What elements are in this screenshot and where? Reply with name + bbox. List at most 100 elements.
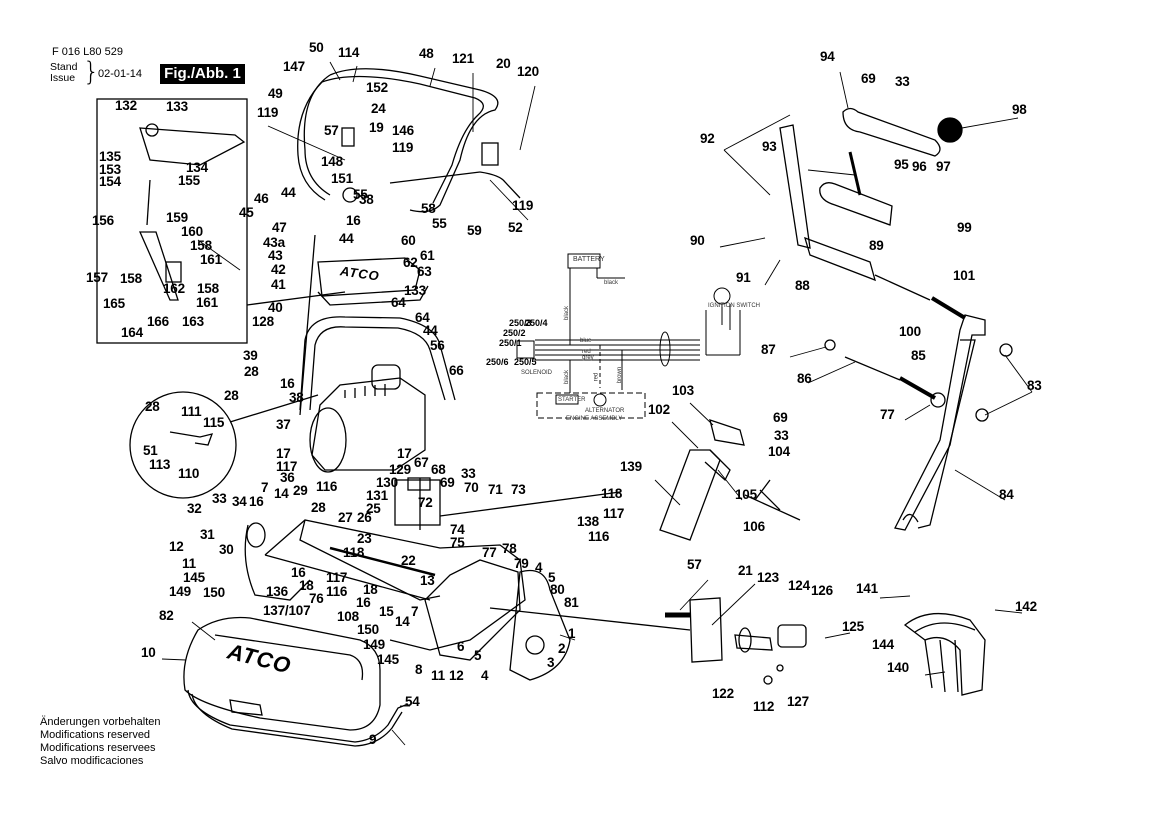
part-callout: 158 [190,238,212,253]
part-callout: 86 [797,371,812,386]
part-callout: 135 [99,149,121,164]
part-callout: 102 [648,402,670,417]
part-callout: 121 [452,51,474,66]
part-callout: 22 [401,553,416,568]
part-callout: 39 [243,348,258,363]
part-callout: 138 [577,514,599,529]
part-callout: 61 [420,248,435,263]
wiring-black-vertical-2: black [564,369,571,385]
notice-line-de: Änderungen vorbehalten [40,716,161,728]
switch-20 [481,142,499,166]
part-callout: 16 [249,494,264,509]
stand-issue-label: Stand Issue [50,62,77,84]
part-callout: 139 [620,459,642,474]
part-callout: 119 [512,198,534,213]
part-callout: 137/107 [263,603,311,618]
part-callout: 14 [274,486,289,501]
part-callout: 76 [309,591,324,606]
part-callout: 142 [1015,599,1037,614]
part-callout: 158 [197,281,219,296]
part-callout: 99 [957,220,972,235]
part-callout: 41 [271,277,286,292]
part-callout: 23 [357,531,372,546]
part-callout: 117 [326,570,348,585]
chassis-frame [264,519,526,651]
part-callout: 12 [169,539,184,554]
solenoid-terminal: 250/1 [499,338,522,348]
part-callout: 33 [461,466,476,481]
part-callout: 2 [558,641,566,656]
part-callout: 96 [912,159,927,174]
part-callout: 73 [511,482,526,497]
part-callout: 95 [894,157,909,172]
part-callout: 81 [564,595,579,610]
part-callout: 18 [299,578,314,593]
part-callout: 146 [392,123,414,138]
part-callout: 29 [293,483,308,498]
plate-133 [139,127,246,166]
part-callout: 156 [92,213,114,228]
part-callout: 38 [359,192,374,207]
inset-box [96,98,248,344]
part-callout: 52 [508,220,523,235]
part-callout: 101 [953,268,975,283]
part-callout: 104 [768,444,790,459]
part-callout: 28 [224,388,239,403]
part-callout: 82 [159,608,174,623]
part-callout: 74 [450,522,465,537]
part-callout: 123 [757,570,779,585]
solenoid-terminal: 250/3 [509,318,532,328]
part-callout: 75 [450,535,465,550]
issue-label: Issue [50,72,76,84]
part-callout: 90 [690,233,705,248]
part-callout: 77 [880,407,895,422]
rail-9 [187,689,409,743]
part-callout: 57 [324,123,339,138]
part-callout: 127 [787,694,809,709]
bracket-72 [394,479,441,526]
wiring-solenoid-label: SOLENOID [521,370,553,376]
arm-94 [842,107,941,157]
part-callout: 149 [169,584,191,599]
bracket-21 [689,597,723,663]
part-callout: 54 [405,694,420,709]
part-callout: 129 [389,462,411,477]
part-callout: 7 [411,604,419,619]
part-callout: 141 [856,581,878,596]
part-callout: 12 [449,668,464,683]
part-callout: 108 [337,609,359,624]
part-callout: 44 [423,323,438,338]
detail-circle [129,391,237,499]
solenoid-terminal: 250/6 [486,357,509,367]
part-callout: 15 [379,604,394,619]
part-callout: 89 [869,238,884,253]
switch-19 [341,127,355,147]
part-callout: 94 [820,49,835,64]
wiring-red-label: red [582,349,591,355]
lever-156 [139,231,179,301]
part-callout: 69 [773,410,788,425]
part-callout: 9 [369,732,377,747]
part-callout: 116 [326,584,348,599]
part-callout: 28 [244,364,259,379]
part-callout: 133 [404,283,426,298]
figure-badge: Fig./Abb. 1 [160,64,245,84]
stand-label: Stand [50,61,78,73]
engine-cover-42 [317,257,421,297]
wiring-black-vertical-1: black [564,305,571,321]
part-callout: 47 [272,220,287,235]
wiring-grey-label: grey [582,355,594,361]
part-callout: 118 [601,486,623,501]
part-callout: 113 [149,457,171,472]
part-callout: 40 [268,300,283,315]
knob-98 [937,117,963,143]
part-callout: 59 [467,223,482,238]
part-callout: 110 [178,466,200,481]
handle-48 [329,68,499,213]
part-callout: 112 [753,699,775,714]
part-callout: 4 [535,560,543,575]
part-callout: 10 [141,645,156,660]
wiring-blue-label: blue [580,338,592,344]
part-callout: 57 [687,557,702,572]
